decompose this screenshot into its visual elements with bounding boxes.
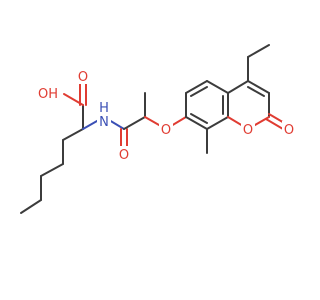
bond-c5-c6 xyxy=(20,199,42,214)
molecule-structure-diagram: OH O H N O O O O xyxy=(20,44,296,214)
hydroxyl-label: OH xyxy=(36,84,60,102)
amide-nitrogen-text: N xyxy=(99,115,109,130)
bond-c1-c2 xyxy=(62,128,84,141)
atom-labels: OH O H N O O O O xyxy=(36,68,296,163)
bonds-amide-linker xyxy=(103,92,187,153)
ether-oxygen-label: O xyxy=(159,121,173,138)
acid-carbonyl-oxygen-text: O xyxy=(78,70,88,85)
bond-c4-c3 xyxy=(247,80,270,94)
hydroxyl-text: OH xyxy=(38,87,58,102)
bond-c3-c4 xyxy=(40,163,64,177)
bond-c6-c5-inner xyxy=(190,86,208,97)
bonds-coumarin xyxy=(185,44,287,154)
bond-c8-c7-inner xyxy=(190,113,208,124)
amide-carbonyl-oxygen-label: O xyxy=(117,146,131,163)
bond-c4-c3-inner xyxy=(247,86,265,97)
bond-c4a-c4 xyxy=(227,80,249,94)
bond-ethyl-ch3 xyxy=(247,44,270,58)
bond-c5-c4a xyxy=(206,80,229,94)
bond-c8-c7 xyxy=(185,116,208,130)
lactone-carbonyl-oxygen-text: O xyxy=(284,123,294,138)
bond-c6-c5 xyxy=(185,80,208,94)
lactone-carbonyl-oxygen-label: O xyxy=(282,121,296,138)
bonds-acid-chain xyxy=(20,83,105,214)
amide-hydrogen-text: H xyxy=(99,101,109,116)
amide-carbonyl-oxygen-text: O xyxy=(119,148,129,163)
amide-nh-label: H N xyxy=(97,101,111,130)
acid-carbonyl-oxygen-label: O xyxy=(76,68,90,85)
bond-amide-c-alpha xyxy=(123,116,146,130)
bond-c8a-c8 xyxy=(206,116,229,130)
ring-oxygen-label: O xyxy=(241,121,255,138)
ether-oxygen-text: O xyxy=(161,123,171,138)
ring-oxygen-text: O xyxy=(243,123,253,138)
bond-c2-o-double-b xyxy=(265,118,284,130)
